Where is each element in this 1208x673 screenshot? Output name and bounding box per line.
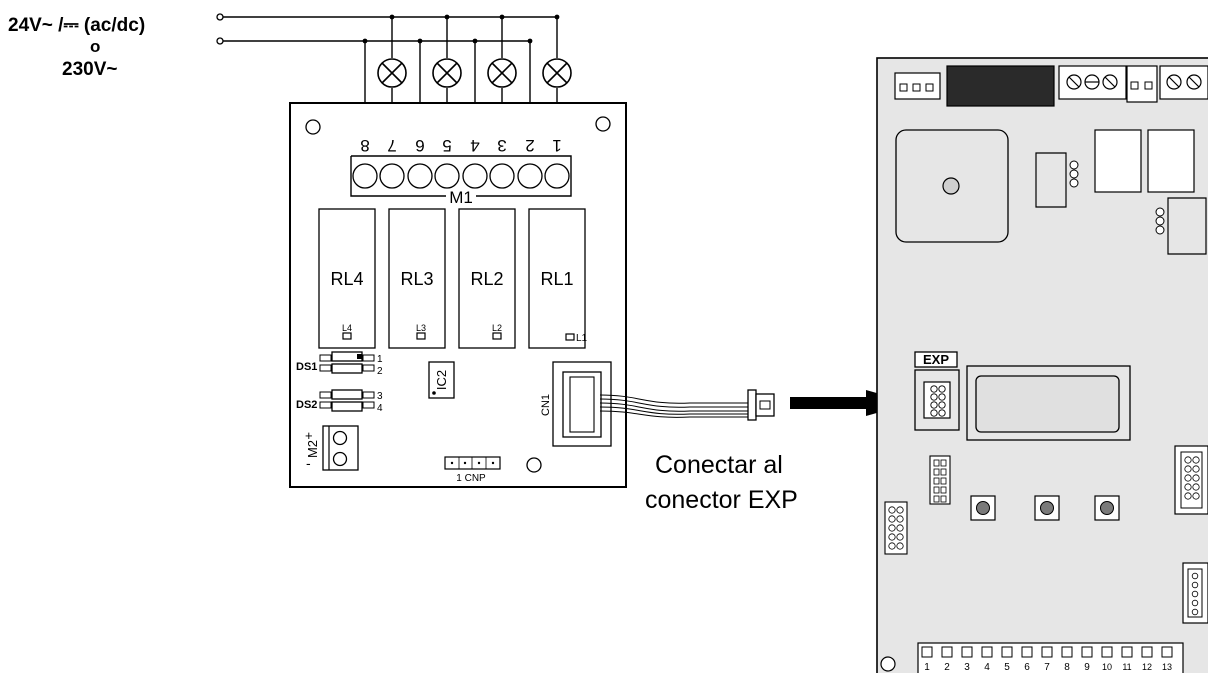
bottom-terminal: 11 [1121,646,1133,672]
bottom-terminal: 10 [1101,646,1113,672]
led-label: L1 [576,333,588,344]
led-label: L2 [492,323,502,333]
bottom-terminal-number: 5 [1004,662,1010,673]
lamp-icon [542,58,572,88]
bottom-terminal: 4 [981,646,993,673]
terminal-number: 4 [470,136,479,155]
lamp-icon [432,58,462,88]
bottom-terminal-number: 1 [924,662,930,673]
supply-230v-label: 230V~ [62,59,117,80]
bottom-terminal-number: 2 [944,662,950,673]
terminal-number: 5 [442,136,451,155]
main-control-board: EXP [876,57,1208,673]
relay: RL3 [388,208,446,349]
bottom-terminal: 6 [1021,646,1033,673]
led-indicator: L3 [416,323,426,340]
led-indicator: L1 [565,333,588,344]
power-terminal-m2: M2 + - [305,425,359,471]
bottom-terminal: 12 [1141,646,1153,672]
bottom-terminal: 2 [941,646,953,673]
cnp-header: 1 CNP [444,456,501,484]
bottom-terminal: 5 [1001,646,1013,673]
bottom-terminal-number: 3 [964,662,970,673]
connector-label: CN1 [540,394,552,416]
relay: RL4 [318,208,376,349]
led-label: L4 [342,323,352,333]
ribbon-cable [599,389,775,421]
bottom-terminal-number: 11 [1122,662,1131,672]
exp-connector-label: EXP [923,352,949,367]
dip-pin-label: 2 [377,366,383,377]
cn1-connector: CN1 [540,361,612,447]
callout-line-2: conector EXP [645,486,798,514]
led-indicator: L2 [492,323,502,340]
relay-expansion-board: 8 7 6 5 4 3 2 1 M1 RL4 [289,102,627,488]
dip-switch-label: DS1 [296,361,317,373]
terminal-number: 3 [497,136,506,155]
bottom-terminal-number: 12 [1142,662,1152,672]
terminal-block-label: M1 [449,188,473,207]
terminal-block-m1: M1 [350,155,572,207]
bottom-terminal: 9 [1081,646,1093,673]
bottom-terminal-number: 8 [1064,662,1070,673]
bottom-terminal-number: 13 [1162,662,1172,672]
supply-or-label: o [90,37,100,56]
dip-pin-label: 3 [377,391,383,402]
supply-voltage-label: 24V~ /⎓ (ac/dc) [8,15,145,36]
ic2-chip: IC2 [428,361,455,399]
dip-switch-ds1: DS1 1 2 [296,351,383,377]
power-terminal-plus: + [305,428,313,443]
relay: RL1 [528,208,586,349]
dip-pin-label: 4 [377,403,383,414]
terminal-numbers: 8 7 6 5 4 3 2 1 [360,136,561,155]
bottom-terminal-number: 9 [1084,662,1090,673]
dip-pin-label: 1 [377,354,383,365]
bottom-terminal: 7 [1041,646,1053,673]
terminal-number: 8 [360,136,369,155]
bottom-terminal-number: 10 [1102,662,1112,672]
bottom-terminal-number: 6 [1024,662,1030,673]
dip-switch-ds2: DS2 3 4 [296,389,383,414]
callout-line-1: Conectar al [655,451,783,479]
bottom-terminal: 8 [1061,646,1073,673]
bottom-terminal: 3 [961,646,973,673]
relay-label: RL2 [470,269,503,289]
bottom-terminal-number: 7 [1044,662,1050,673]
bottom-terminal-strip: 1 2 3 4 5 6 7 8 9 10 11 12 13 [917,642,1184,673]
terminal-number: 1 [552,136,561,155]
relay-label: RL4 [330,269,363,289]
relay: RL2 [458,208,516,349]
led-label: L3 [416,323,426,333]
led-indicator: L4 [342,323,352,340]
power-terminal-minus: - [306,455,311,471]
relay-label: RL1 [540,269,573,289]
dip-switch-label: DS2 [296,399,317,411]
bottom-terminal-number: 4 [984,662,990,673]
lamp-icon [487,58,517,88]
cnp-label: 1 CNP [456,473,486,484]
terminal-number: 6 [415,136,424,155]
bottom-terminal: 13 [1161,646,1173,672]
ic-label: IC2 [434,370,449,390]
power-terminal-label: M2 [305,440,320,458]
relay-label: RL3 [400,269,433,289]
terminal-number: 7 [387,136,396,155]
lamp-icon [377,58,407,88]
terminal-number: 2 [525,136,534,155]
bottom-terminal: 1 [921,646,933,673]
